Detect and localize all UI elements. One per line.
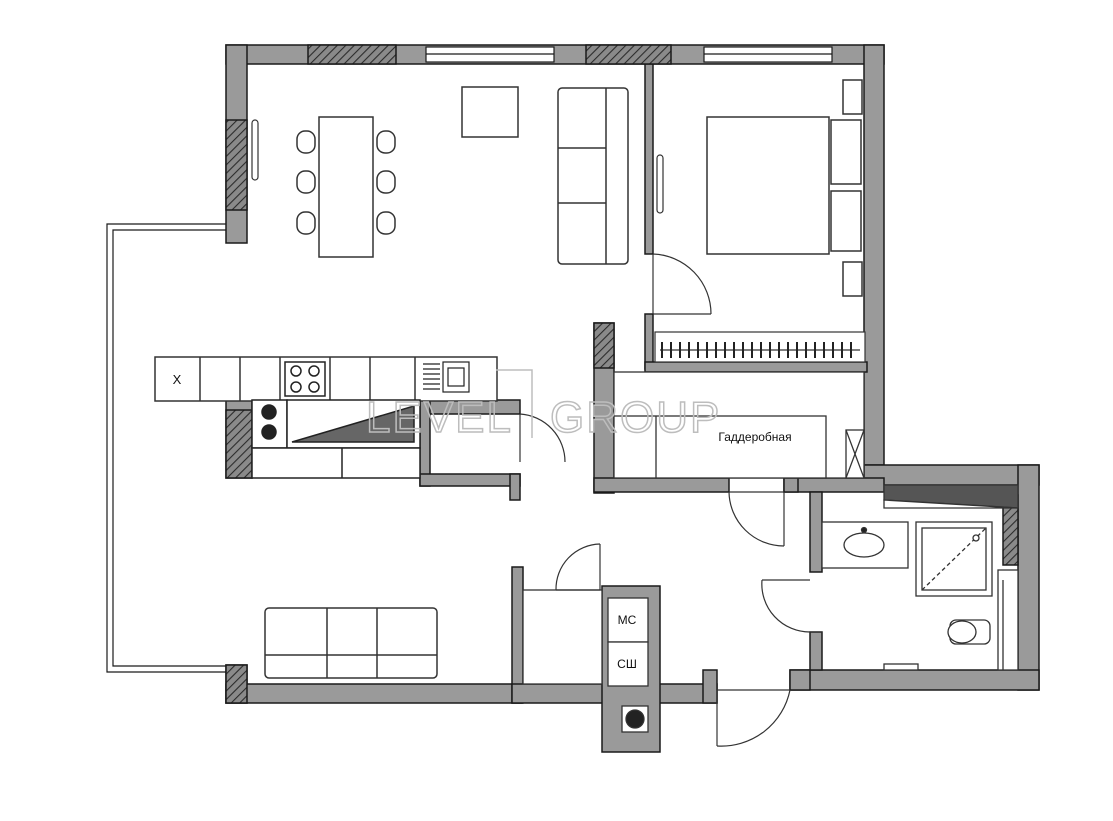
hob <box>284 361 326 397</box>
sofa-bottom <box>264 607 438 679</box>
watermark-right: GROUP <box>550 393 721 442</box>
door-wardrobe <box>728 491 785 547</box>
door-utility <box>555 543 601 591</box>
watermark: LEVEL GROUP <box>365 369 721 443</box>
door-entrance <box>716 689 791 747</box>
bed <box>706 79 863 297</box>
armchair <box>461 86 519 138</box>
wardrobe-room <box>613 371 865 479</box>
door-bathroom <box>761 579 822 633</box>
door-bedroom <box>652 253 712 315</box>
dining-chair <box>296 130 396 235</box>
dryer-label: СШ <box>617 657 637 671</box>
kitchen-tall-unit <box>251 399 421 479</box>
dining-table <box>296 116 396 258</box>
utility-closet <box>522 589 649 733</box>
bedroom-window-curtain <box>656 154 664 214</box>
hatched-columns <box>225 44 1019 704</box>
wardrobe-hangers <box>661 342 852 358</box>
bathroom <box>821 484 1019 671</box>
kitchen-sink <box>423 361 470 393</box>
living-window-curtain <box>251 119 259 181</box>
sofa-top <box>557 87 629 265</box>
door-pantry <box>519 413 566 463</box>
watermark-left: LEVEL <box>366 393 513 442</box>
washer-label: МС <box>618 613 637 627</box>
windows <box>425 46 833 63</box>
wardrobe-label: Гаддеробная <box>718 430 791 444</box>
balcony <box>106 223 226 673</box>
fridge-label: Х <box>173 372 182 387</box>
